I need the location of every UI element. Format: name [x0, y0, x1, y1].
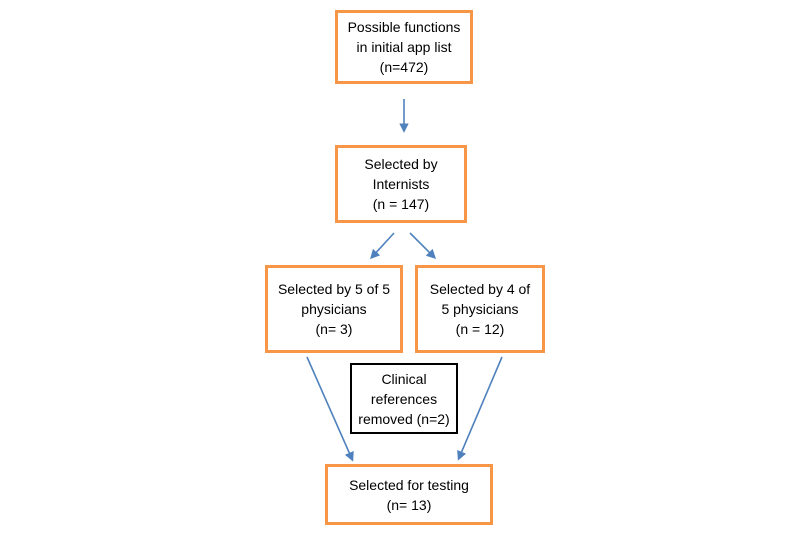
connector-arrow-internists-to-five-of-five [370, 232, 395, 260]
node-selected-by-5-of-5: Selected by 5 of 5 physicians (n= 3) [265, 265, 403, 353]
connector-arrow-internists-to-four-of-five [409, 232, 437, 260]
node-selected-by-internists: Selected by Internists (n = 147) [335, 145, 467, 223]
node-clinical-references-removed-label: Clinical references removed (n=2) [358, 370, 450, 427]
node-clinical-references-removed: Clinical references removed (n=2) [350, 363, 458, 434]
node-selected-for-testing-label: Selected for testing (n= 13) [349, 476, 469, 513]
node-selected-by-4-of-5-label: Selected by 4 of 5 physicians (n = 12) [429, 281, 531, 337]
node-possible-functions-label: Possible functions in initial app list (… [347, 19, 461, 75]
connector-arrow-four-of-five-to-testing [457, 356, 503, 461]
node-possible-functions: Possible functions in initial app list (… [335, 10, 473, 84]
node-selected-by-4-of-5: Selected by 4 of 5 physicians (n = 12) [415, 265, 545, 353]
node-selected-for-testing: Selected for testing (n= 13) [325, 464, 493, 525]
connector-arrow-five-of-five-to-testing [306, 356, 354, 462]
node-selected-by-5-of-5-label: Selected by 5 of 5 physicians (n= 3) [277, 281, 391, 337]
node-selected-by-internists-label: Selected by Internists (n = 147) [364, 156, 438, 212]
